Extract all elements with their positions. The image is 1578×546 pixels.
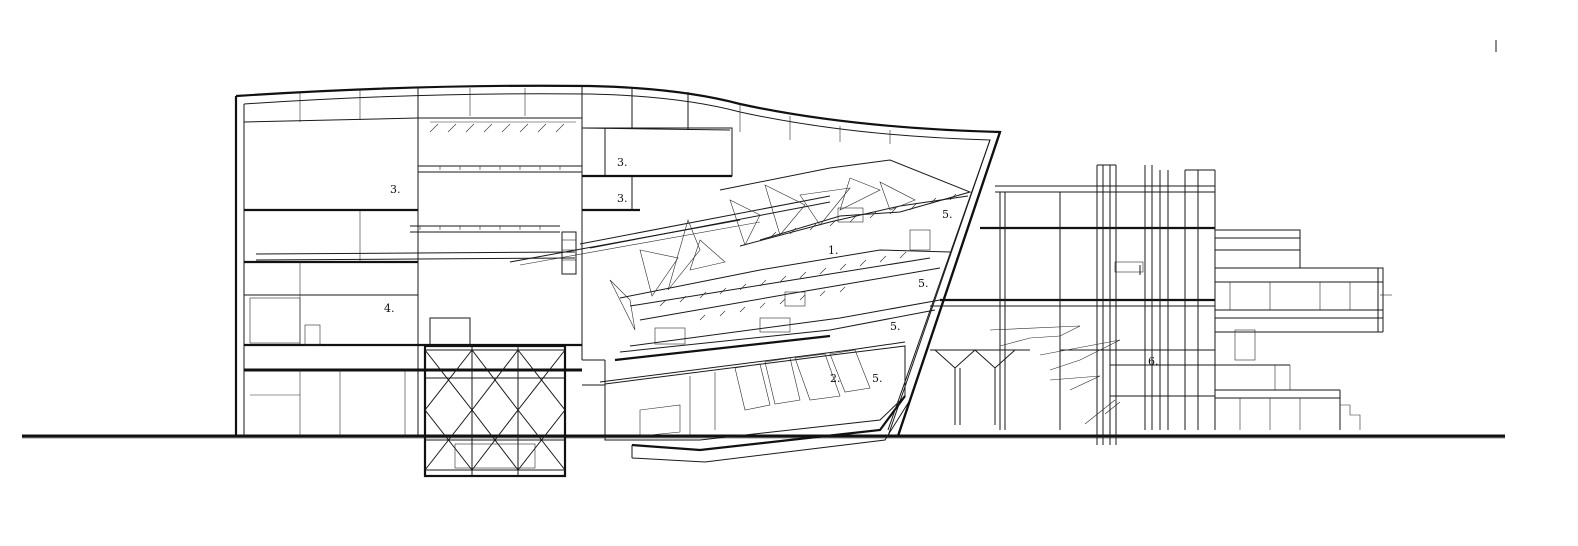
main-hall-shell (234, 84, 1002, 437)
room-labels: 3. 3. 3. 4. 1. 2. 5. 5. 5. 5. 6. (384, 156, 1159, 385)
label-5-bottom: 5. (872, 372, 883, 385)
acoustic-panels (609, 177, 916, 331)
annex-building (930, 40, 1497, 445)
stage-tower-rails (255, 121, 582, 275)
label-4: 4. (384, 302, 395, 315)
label-5-top: 5. (942, 208, 953, 221)
ground-line (22, 434, 1505, 439)
label-5-center: 5. (890, 320, 901, 333)
label-5-mid: 5. (918, 277, 929, 290)
label-3-upper: 3. (617, 156, 628, 169)
rigging (509, 195, 831, 266)
left-block-floors (244, 208, 582, 436)
label-2: 2. (830, 372, 841, 385)
sloped-facade (887, 131, 1002, 437)
stage-lift (423, 317, 567, 478)
label-3-lower: 3. (617, 192, 628, 205)
label-1: 1. (828, 244, 839, 257)
label-3-left: 3. (390, 183, 401, 196)
upper-rooms (581, 127, 733, 212)
auditorium-seating (599, 159, 972, 383)
label-6: 6. (1148, 355, 1159, 368)
lower-hall (582, 345, 911, 463)
